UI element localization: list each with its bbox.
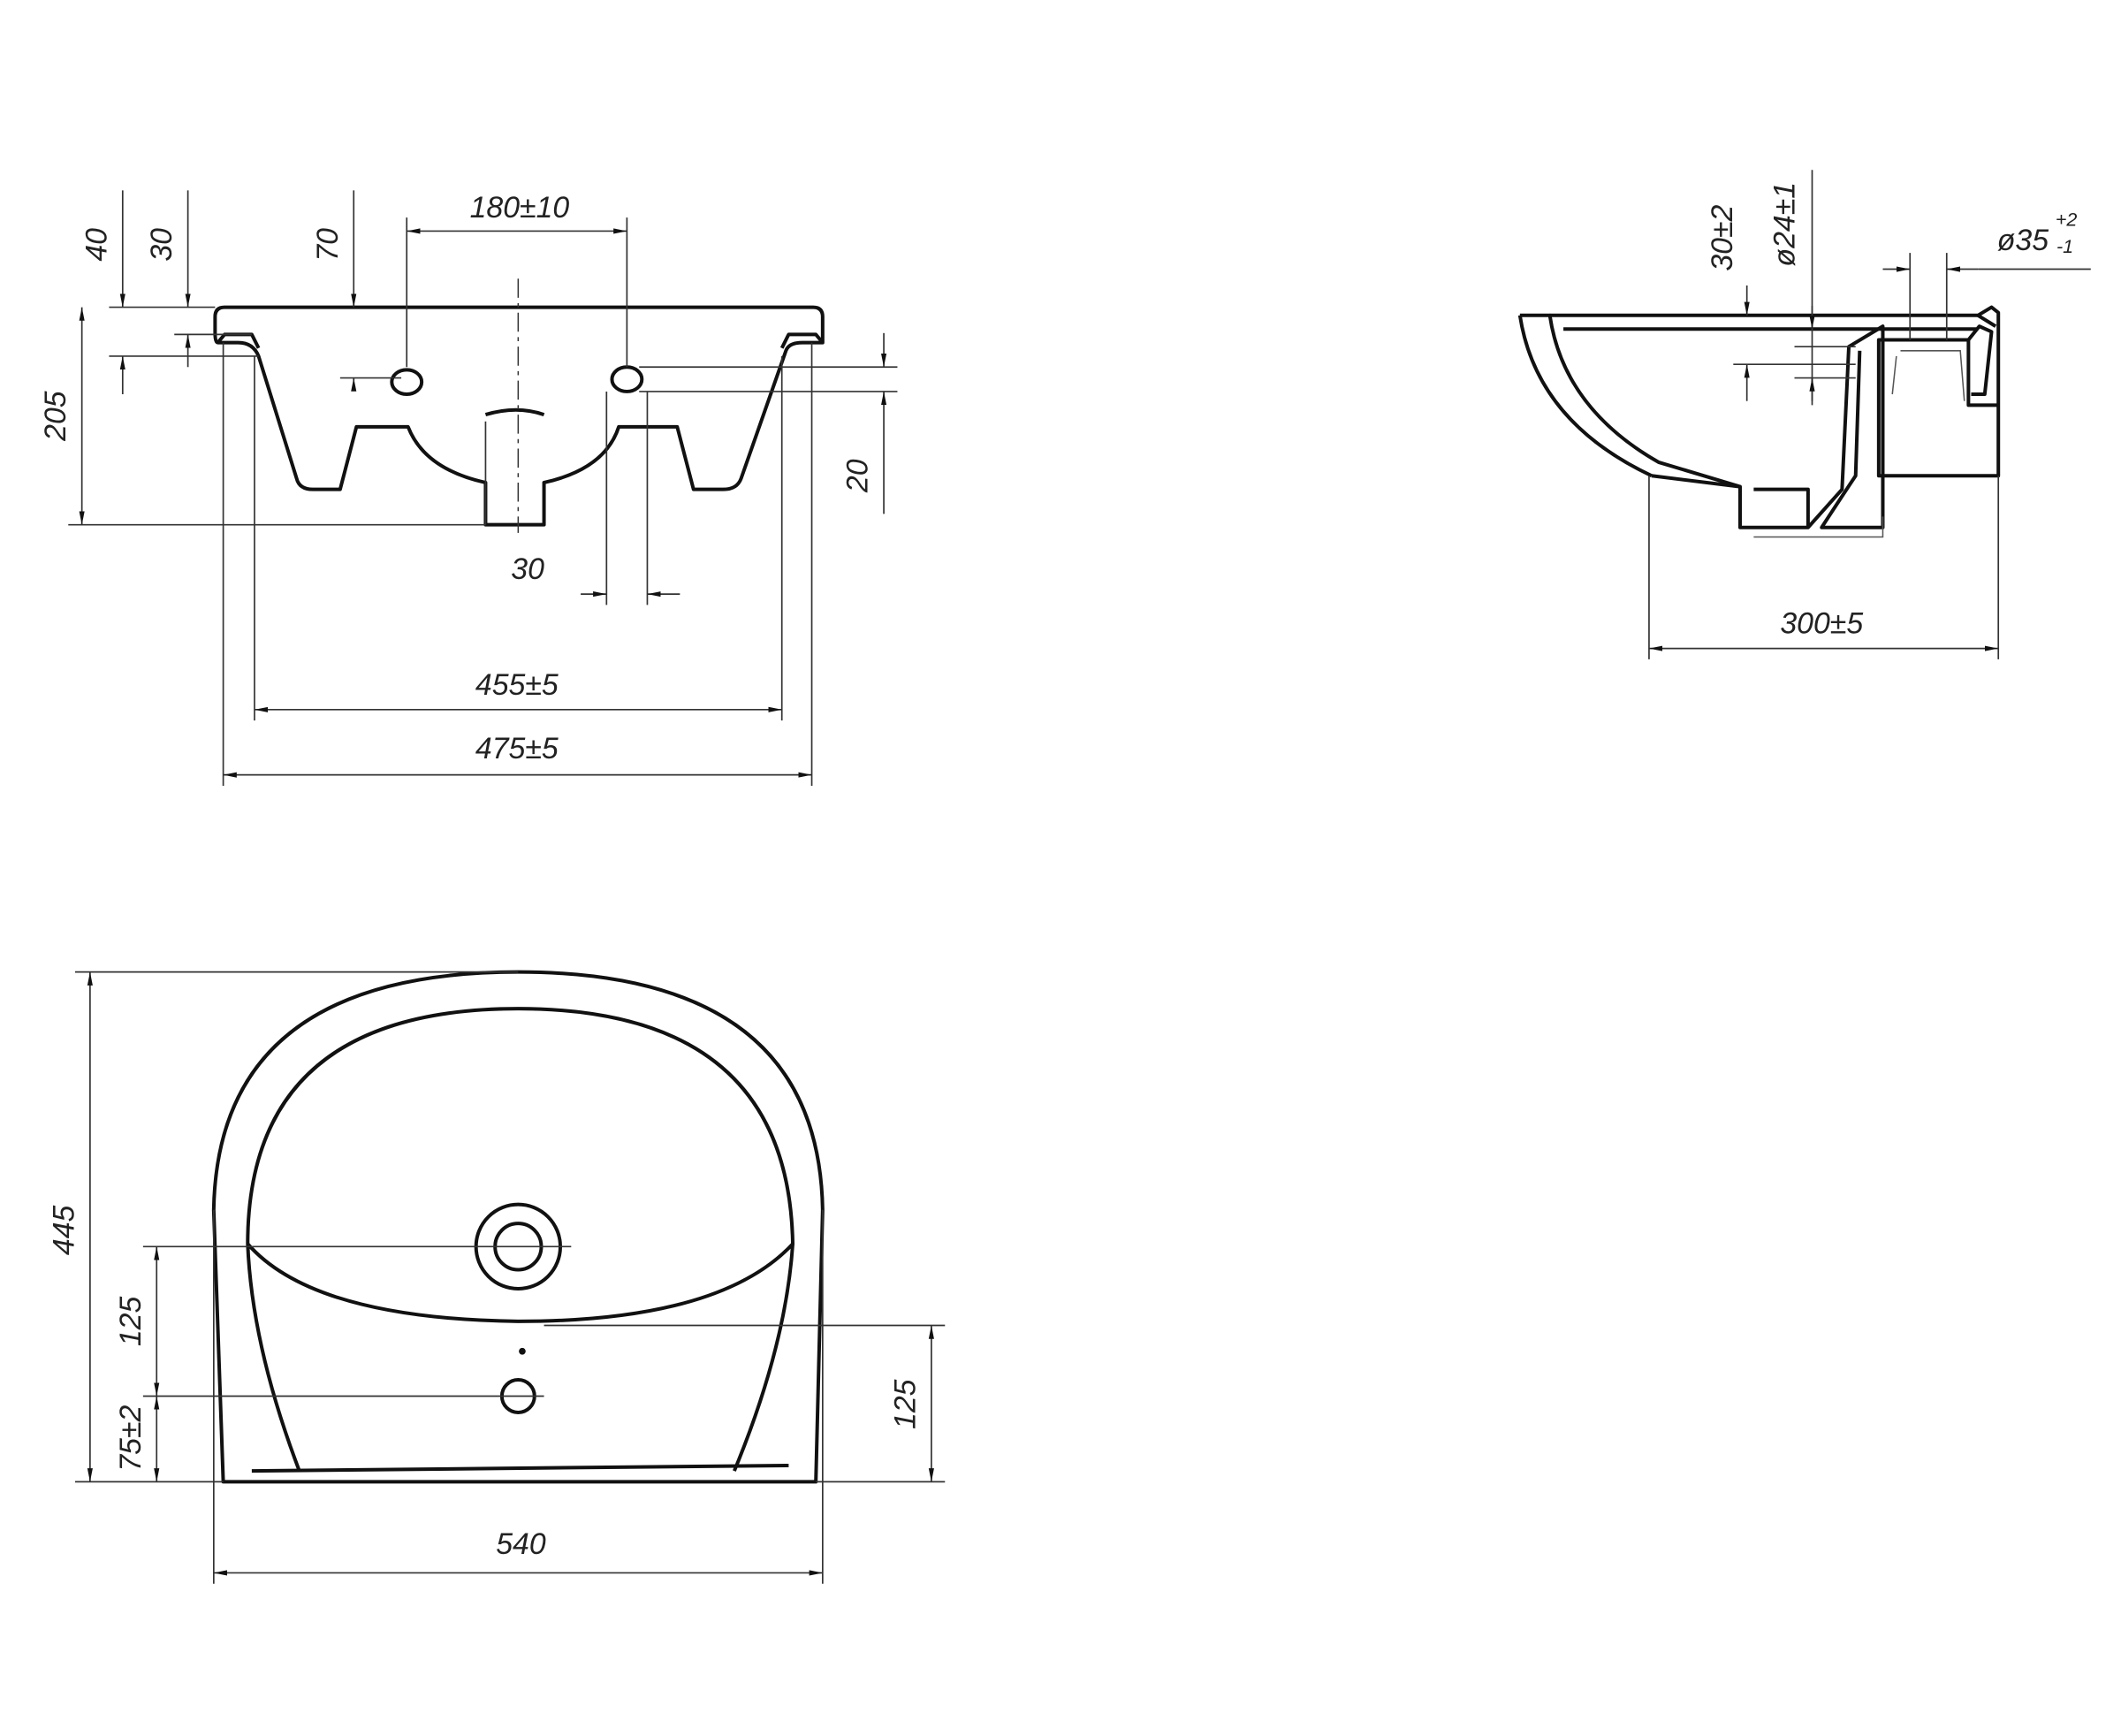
dim-125-right: 125 [888,1379,922,1429]
dim-455: 455±5 [475,668,559,702]
dim-205: 205 [39,391,72,442]
dim-dia-24: ø24±1 [1768,182,1802,267]
dim-dia-35: ø35 [1997,224,2049,257]
front-view: 180±10 40 30 70 205 20 30 455±5 475±5 [39,190,898,786]
dim-hole-spacing: 180±10 [470,191,570,225]
dim-70: 70 [311,228,345,262]
dim-475: 475±5 [475,732,559,765]
dim-445: 445 [47,1205,80,1255]
tap-hole-left [390,368,424,397]
tap-hole-right [610,365,644,393]
side-view: 30±2 ø24±1 ø35 +2 -1 300±5 [1517,170,2091,659]
dim-dia-35-upper-tol: +2 [2056,209,2078,230]
dim-75: 75±2 [114,1405,148,1471]
dim-540: 540 [496,1527,546,1561]
top-outline [211,970,825,1484]
dim-300: 300±5 [1780,607,1863,641]
dim-20: 20 [841,459,875,493]
dim-30-bottom: 30 [511,552,544,586]
dim-30-2: 30±2 [1706,204,1739,270]
dim-40: 40 [80,228,113,262]
dim-dia-35-lower-tol: -1 [2056,236,2073,257]
bowl-outline [246,1007,795,1472]
dim-30-top: 30 [145,228,179,262]
side-section [1517,313,1885,529]
top-view: 445 125 75±2 125 540 [47,970,946,1584]
front-rim [213,305,825,527]
dim-125-left: 125 [114,1297,148,1347]
